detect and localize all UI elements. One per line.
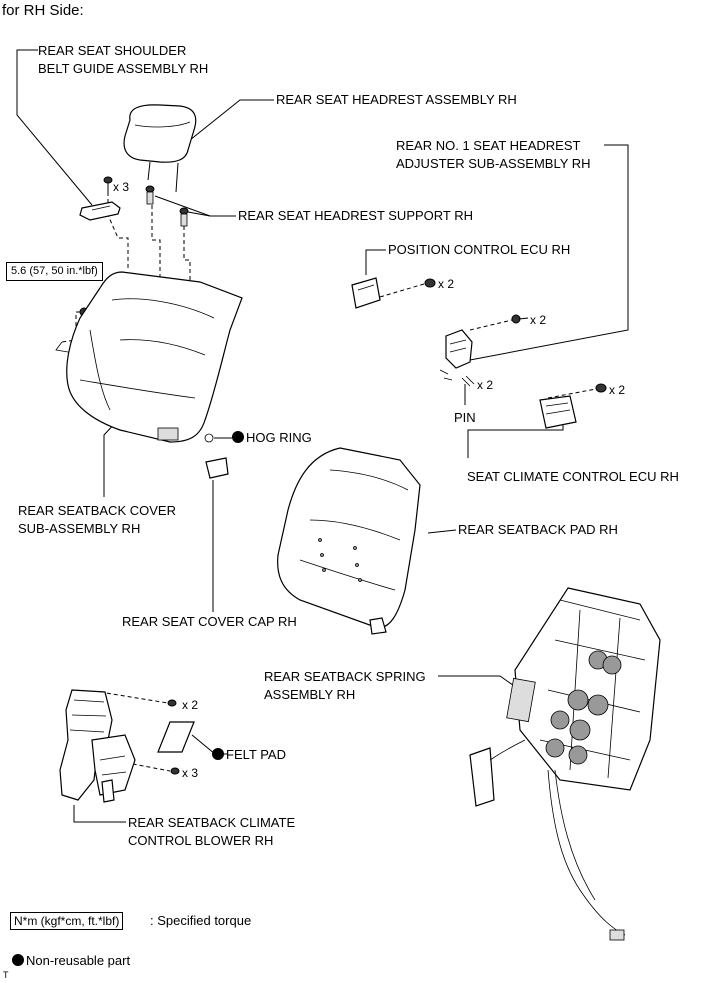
legend-torque-unit: N*m (kgf*cm, ft.*lbf) [10,912,124,930]
label-shoulder-belt-guide-line1: REAR SEAT SHOULDER [38,43,187,58]
label-blower-line1: REAR SEATBACK CLIMATE [128,815,296,830]
headrest-adjuster-drawing [439,314,529,387]
label-seat-cover-cap: REAR SEAT COVER CAP RH [122,614,297,629]
label-headrest-adjuster-line2: ADJUSTER SUB-ASSEMBLY RH [396,156,591,171]
felt-pad-text: FELT PAD [226,747,286,762]
qty-climate-ecu-nuts: x 2 [609,383,626,397]
label-seat-climate-ecu: SEAT CLIMATE CONTROL ECU RH [467,469,679,484]
label-spring-assembly-line1: REAR SEATBACK SPRING [264,669,426,684]
hog-ring-text: HOG RING [246,430,312,445]
legend-non-reusable-text: Non-reusable part [26,953,131,968]
qty-ecu-nuts: x 2 [438,277,455,291]
label-headrest-assembly: REAR SEAT HEADREST ASSEMBLY RH [276,92,517,107]
shoulder-belt-guide-drawing [79,201,121,221]
label-hog-ring: HOG RING [232,430,312,446]
torque-spec-box: 5.6 (57, 50 in.*lbf) [6,262,103,281]
seatback-cover-drawing [55,271,243,443]
legend-non-reusable: Non-reusable part [12,953,130,969]
label-headrest-support: REAR SEAT HEADREST SUPPORT RH [238,208,474,223]
qty-pins: x 2 [477,378,494,392]
spring-assembly-drawing [469,587,661,941]
footer-mark: T [3,970,9,980]
label-spring-assembly-line2: ASSEMBLY RH [264,687,356,702]
qty-adjuster-screws: x 2 [530,313,547,327]
page-title: for RH Side: [2,2,84,19]
seatback-pad-drawing [277,447,421,635]
cover-cap-drawing [205,457,229,479]
non-reusable-marker-icon [232,431,244,443]
climate-ecu-drawing [539,383,607,429]
hog-ring-drawing [204,433,214,443]
label-seatback-cover-line1: REAR SEATBACK COVER [18,503,176,518]
position-ecu-drawing [351,277,436,309]
felt-pad-drawing [157,721,195,753]
label-seatback-cover-line2: SUB-ASSEMBLY RH [18,521,141,536]
non-reusable-marker-icon [212,748,224,760]
qty-belt-guide-screws: x 3 [113,180,130,194]
label-felt-pad: FELT PAD [212,747,286,763]
label-seatback-pad: REAR SEATBACK PAD RH [458,522,618,537]
blower-drawing [59,689,180,803]
qty-blower-screws: x 2 [182,698,199,712]
legend-torque-description: : Specified torque [150,913,252,928]
non-reusable-marker-icon [12,954,24,966]
qty-blower-nuts: x 3 [182,766,199,780]
label-headrest-adjuster-line1: REAR NO. 1 SEAT HEADREST [396,138,581,153]
headrest-drawing [123,104,197,193]
label-blower-line2: CONTROL BLOWER RH [128,833,274,848]
label-shoulder-belt-guide-line2: BELT GUIDE ASSEMBLY RH [38,61,209,76]
label-position-control-ecu: POSITION CONTROL ECU RH [388,242,571,257]
label-pin: PIN [454,410,476,425]
